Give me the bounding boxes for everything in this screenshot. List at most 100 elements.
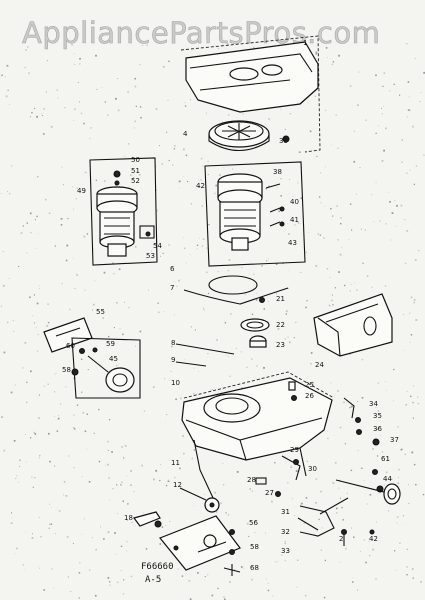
- speckle-dot: [140, 117, 142, 119]
- part-wire-harness[interactable]: [183, 287, 289, 305]
- speckle-dot: [397, 482, 400, 485]
- speckle-dot: [200, 157, 203, 160]
- part-front-caster[interactable]: [179, 487, 220, 513]
- part-bottom-plate[interactable]: [159, 515, 241, 576]
- speckle-dot: [332, 304, 334, 306]
- speckle-dot: [193, 505, 195, 506]
- part-exhaust-housing[interactable]: [313, 293, 393, 357]
- part-clip-28[interactable]: [255, 477, 267, 485]
- part-coupler-23[interactable]: [249, 335, 267, 348]
- speckle-dot: [371, 194, 373, 196]
- speckle-dot: [46, 325, 49, 327]
- speckle-dot: [196, 248, 198, 250]
- speckle-dot: [393, 400, 394, 402]
- speckle-dot: [340, 217, 342, 219]
- speckle-dot: [263, 308, 265, 310]
- callout-55: 55: [96, 308, 105, 316]
- speckle-dot: [171, 345, 173, 348]
- part-screw-39[interactable]: [282, 135, 290, 143]
- speckle-dot: [308, 232, 310, 233]
- speckle-dot: [95, 179, 97, 181]
- part-handle-axle[interactable]: [297, 497, 349, 537]
- speckle-dot: [111, 451, 113, 453]
- speckle-dot: [0, 193, 2, 194]
- part-nut-36[interactable]: [356, 429, 362, 435]
- outlet-assembly-left[interactable]: [71, 337, 141, 399]
- speckle-dot: [352, 581, 354, 583]
- speckle-dot: [185, 262, 187, 264]
- speckle-dot: [361, 467, 363, 469]
- part-label-plate[interactable]: [43, 317, 93, 353]
- speckle-dot: [104, 101, 106, 103]
- part-screw-37[interactable]: [372, 438, 380, 446]
- speckle-dot: [22, 367, 24, 369]
- speckle-dot: [155, 108, 158, 110]
- speckle-dot: [38, 516, 40, 518]
- speckle-dot: [219, 174, 221, 176]
- speckle-dot: [112, 488, 114, 490]
- speckle-dot: [39, 457, 40, 459]
- speckle-dot: [47, 60, 49, 62]
- part-gasket[interactable]: [208, 275, 258, 295]
- speckle-dot: [177, 568, 179, 570]
- speckle-dot: [152, 386, 155, 388]
- part-wheel-right[interactable]: [335, 469, 401, 505]
- speckle-dot: [296, 559, 299, 561]
- speckle-dot: [64, 107, 66, 109]
- speckle-dot: [363, 539, 365, 541]
- speckle-dot: [71, 44, 73, 46]
- speckle-dot: [31, 476, 33, 478]
- speckle-dot: [131, 522, 133, 523]
- speckle-dot: [330, 382, 332, 384]
- part-latch[interactable]: [132, 511, 162, 528]
- speckle-dot: [390, 239, 392, 241]
- part-rod-9[interactable]: [175, 361, 207, 367]
- part-fitting-26[interactable]: [291, 395, 297, 401]
- speckle-dot: [324, 559, 326, 562]
- speckle-dot: [340, 222, 342, 225]
- speckle-dot: [60, 218, 63, 220]
- callout-26: 26: [305, 392, 314, 400]
- speckle-dot: [78, 597, 80, 599]
- part-rod-8[interactable]: [175, 343, 235, 355]
- speckle-dot: [98, 460, 101, 463]
- speckle-dot: [391, 212, 394, 214]
- speckle-dot: [54, 245, 56, 247]
- speckle-dot: [281, 554, 283, 556]
- speckle-dot: [68, 455, 70, 457]
- speckle-dot: [78, 572, 81, 574]
- speckle-dot: [32, 486, 34, 488]
- speckle-dot: [29, 212, 32, 215]
- part-caster-bracket[interactable]: [281, 455, 301, 481]
- speckle-dot: [332, 215, 334, 217]
- part-screw-42-bottom[interactable]: [369, 529, 375, 535]
- part-bracket-34[interactable]: [343, 397, 355, 419]
- speckle-dot: [10, 522, 13, 524]
- part-screw-27[interactable]: [275, 491, 281, 497]
- speckle-dot: [225, 354, 227, 356]
- speckle-dot: [320, 490, 322, 493]
- part-screw-2[interactable]: [341, 529, 347, 547]
- speckle-dot: [318, 196, 321, 198]
- part-fitting-25[interactable]: [288, 381, 296, 391]
- part-washer-35[interactable]: [355, 417, 361, 423]
- speckle-dot: [346, 492, 348, 494]
- speckle-dot: [190, 326, 193, 328]
- callout-22: 22: [276, 321, 285, 329]
- motor-assembly-left[interactable]: [89, 157, 158, 266]
- speckle-dot: [204, 576, 206, 578]
- part-clip-21[interactable]: [259, 297, 265, 303]
- speckle-dot: [100, 526, 101, 528]
- speckle-dot: [102, 317, 104, 319]
- speckle-dot: [180, 397, 182, 400]
- callout-44: 44: [383, 475, 392, 483]
- speckle-dot: [350, 302, 351, 303]
- speckle-dot: [77, 82, 79, 83]
- part-ring-22[interactable]: [240, 318, 270, 332]
- speckle-dot: [108, 419, 111, 421]
- motor-assembly-right[interactable]: [204, 161, 306, 267]
- speckle-dot: [306, 460, 308, 462]
- speckle-dot: [284, 541, 286, 543]
- part-top-cover[interactable]: [185, 41, 319, 113]
- part-filter-disk[interactable]: [208, 120, 270, 151]
